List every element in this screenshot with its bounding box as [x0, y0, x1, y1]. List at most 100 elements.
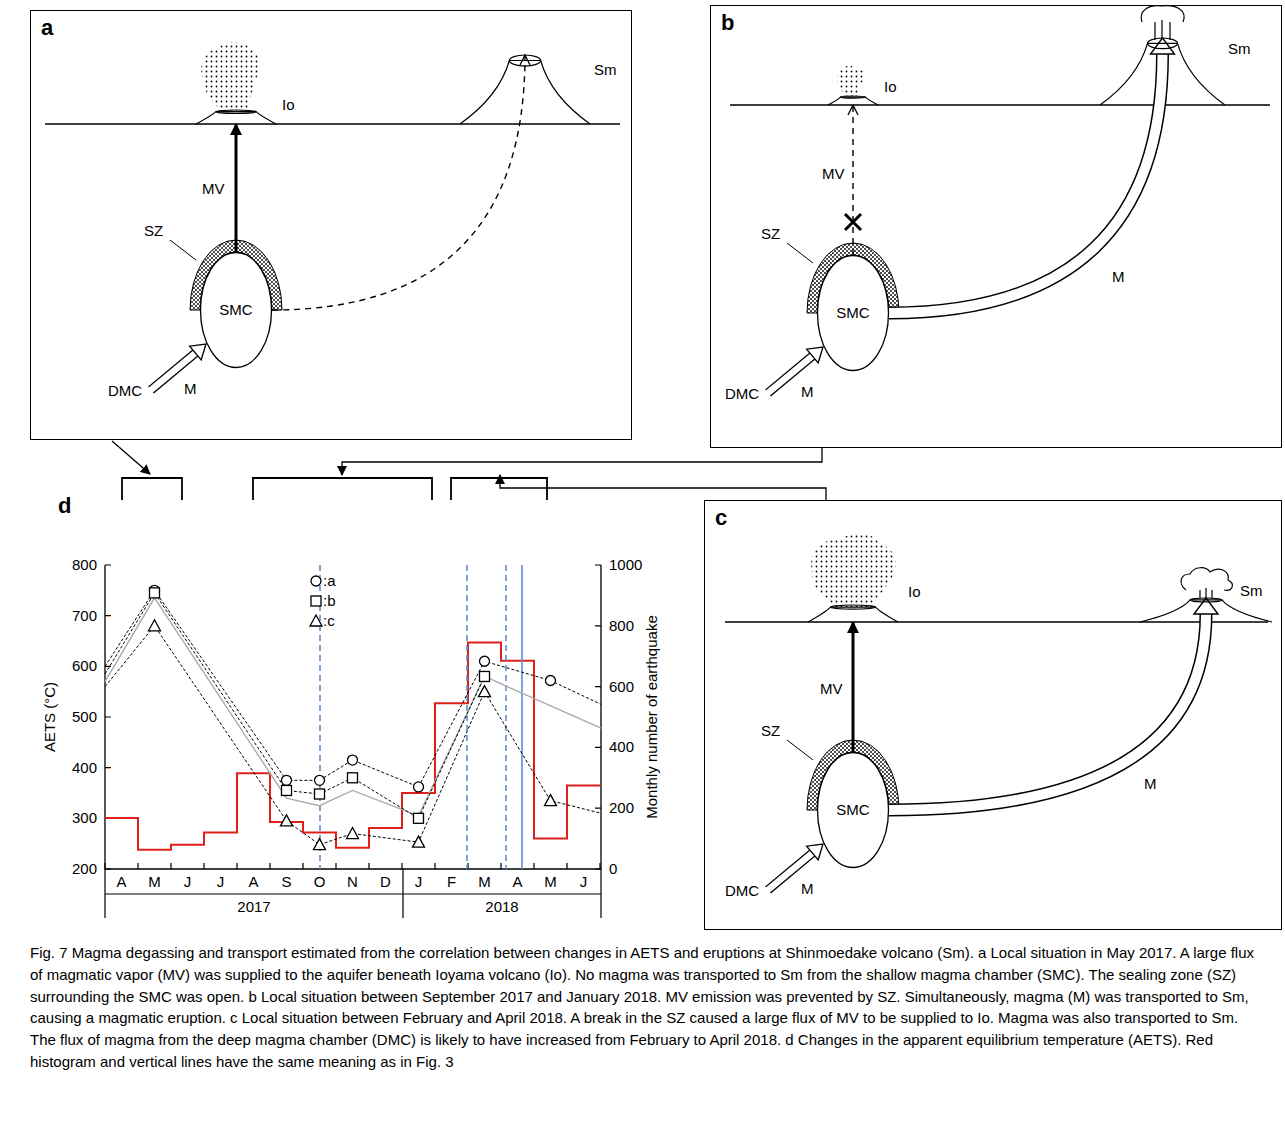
series-line: [105, 593, 485, 818]
legend-text: :b: [323, 592, 336, 609]
axis-label: J: [580, 873, 588, 890]
period-bracket: [122, 478, 547, 500]
eruption-line: [505, 565, 507, 869]
axis-label: 500: [72, 708, 97, 725]
volcano-outline: [460, 55, 590, 124]
crater: [509, 55, 540, 66]
triangle-marker: [314, 839, 326, 850]
magma-path-outline: [889, 54, 1163, 313]
axis-label: 0: [609, 860, 617, 877]
crater: [831, 605, 876, 609]
magma-chamber: SMC: [817, 752, 889, 868]
volcano-outline: [1100, 38, 1225, 105]
sm-volcano: Sm: [460, 55, 590, 124]
sealing-zone: [150, 240, 282, 391]
vapor-plume: [811, 534, 896, 607]
chart-axes: [105, 565, 601, 869]
volcano-name: Io: [884, 78, 897, 95]
triangle-marker: [149, 620, 161, 631]
axis-label: D: [380, 873, 391, 890]
volcano-name: Sm: [1240, 582, 1263, 599]
circle-marker: [546, 676, 556, 686]
edge-connector: [889, 38, 1175, 313]
axis-label: M: [478, 873, 491, 890]
part-label: DMC: [725, 385, 759, 402]
volcano-name: Io: [908, 583, 921, 600]
sealing-zone: [767, 243, 899, 394]
part-label: SZ: [761, 225, 780, 242]
vapor-path: [235, 124, 238, 252]
chamber-ellipse: [201, 253, 272, 368]
edge-connector: [853, 622, 854, 752]
triangle-marker: [413, 836, 425, 847]
panel-pointer: [112, 441, 150, 474]
circle-marker: [311, 576, 321, 586]
chamber-label: SMC: [836, 801, 869, 818]
volcano-outline: [828, 96, 878, 105]
volcano-cone: [1100, 43, 1225, 105]
triangle-marker: [545, 795, 557, 806]
volcano-outline: [808, 605, 898, 622]
volcano-name: Sm: [1228, 40, 1251, 57]
axis-label: N: [347, 873, 358, 890]
axis-label: 2017: [237, 898, 270, 915]
axis-label: 700: [72, 607, 97, 624]
axis-label: M: [544, 873, 557, 890]
edge-label: M: [1110, 268, 1127, 285]
vapor-path: [852, 105, 853, 255]
legend-text: :c: [323, 612, 335, 629]
vapor-plume: [201, 42, 260, 112]
sealing-zone: [767, 740, 899, 891]
axis-label: 800: [72, 556, 97, 573]
axis-title: AETS (°C): [41, 682, 58, 752]
axis-label: A: [512, 873, 522, 890]
crater: [1190, 598, 1222, 602]
axis-label: 200: [609, 800, 634, 817]
square-marker: [282, 785, 292, 795]
part-label: SZ: [761, 722, 780, 739]
io-volcano: Io: [196, 110, 276, 124]
triangle-marker: [347, 828, 359, 839]
series-line: [105, 590, 601, 787]
axis-label: 400: [609, 739, 634, 756]
circle-marker: [414, 782, 424, 792]
axis-label: 1000: [609, 556, 642, 573]
edge-connector: [889, 598, 1218, 810]
magma-chamber: SMC: [817, 255, 889, 371]
square-marker: [480, 671, 490, 681]
part-label: SZ: [144, 222, 163, 239]
axis-label: F: [447, 873, 456, 890]
triangle-marker: [281, 815, 293, 826]
io-volcano: Io: [828, 96, 878, 105]
axis-label: 400: [72, 759, 97, 776]
sm-volcano: Sm: [1100, 38, 1225, 105]
axis-label: O: [314, 873, 326, 890]
eruption-line: [319, 565, 321, 869]
eruption-line: [521, 565, 523, 869]
chamber-label: SMC: [836, 304, 869, 321]
square-marker: [150, 588, 160, 598]
axis-label: A: [116, 873, 126, 890]
eruption-plume: [1141, 6, 1184, 40]
magma-path-fill: [889, 54, 1163, 313]
panel-letter: c: [715, 505, 727, 530]
axis-label: J: [184, 873, 192, 890]
magma-path-outline: [889, 614, 1206, 810]
circle-marker: [480, 656, 490, 666]
axis-label: 200: [72, 860, 97, 877]
part-label: DMC: [725, 882, 759, 899]
volcano-outline: [1140, 598, 1272, 622]
vapor-plume: [837, 66, 865, 96]
legend-text: :a: [323, 572, 336, 589]
magma-chamber: SMC: [200, 252, 272, 368]
axis-label: 600: [609, 678, 634, 695]
figure-caption: Fig. 7 Magma degassing and transport est…: [30, 942, 1265, 1073]
axis-label: M: [148, 873, 161, 890]
panel-letter: b: [721, 10, 734, 35]
volcano-name: Sm: [594, 61, 617, 78]
volcano-name: Io: [282, 96, 295, 113]
square-marker: [348, 773, 358, 783]
edge-label: MV: [820, 165, 847, 182]
axis-label: 300: [72, 810, 97, 827]
panel-frame: bIo SmSMC: [710, 5, 1282, 448]
